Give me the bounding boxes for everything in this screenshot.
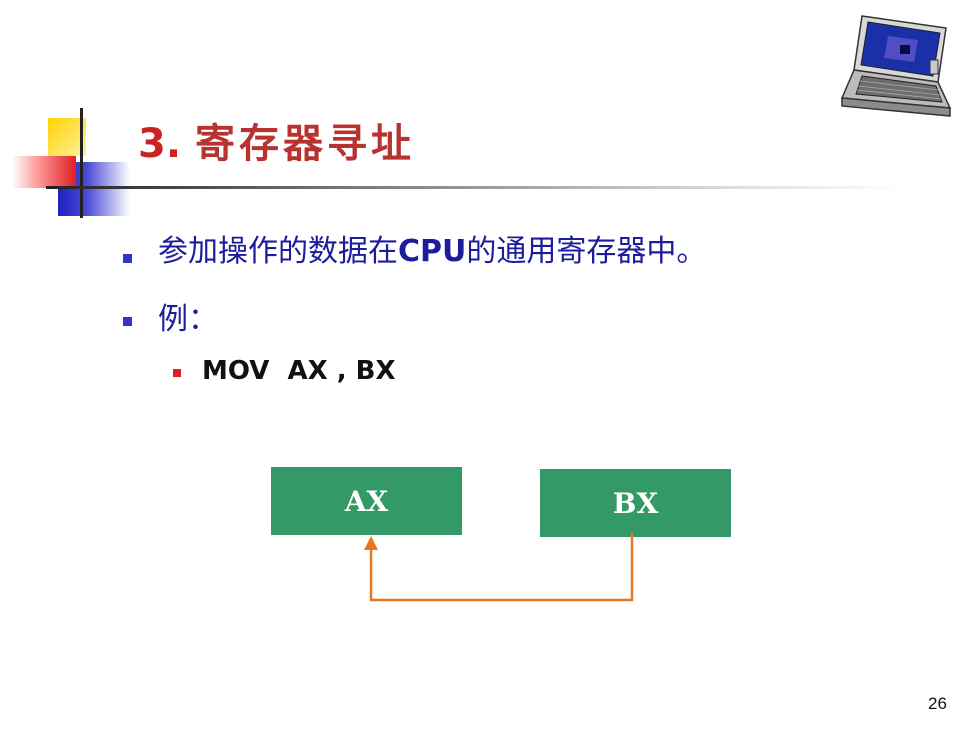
register-label-bx: BX <box>612 486 659 520</box>
page-number: 26 <box>928 694 947 713</box>
sub-bullet-square-icon <box>173 369 181 377</box>
bullet-example: 例： <box>158 302 218 337</box>
title-number: 3. <box>138 121 182 167</box>
code-example: MOV AX , BX <box>202 356 396 386</box>
title-underline <box>46 186 906 189</box>
bullet-text-cpu: CPU <box>398 234 467 269</box>
decor-red-square <box>12 156 76 188</box>
register-label-ax: AX <box>344 484 389 518</box>
arrow-head-icon <box>364 536 378 550</box>
bullet-text-pre: 参加操作的数据在 <box>158 234 398 269</box>
decor-vertical-line <box>80 108 83 218</box>
slide-title: 3. 寄存器寻址 <box>138 118 415 170</box>
bullet-text-post: 的通用寄存器中。 <box>466 234 707 269</box>
bullet-square-icon <box>123 317 132 326</box>
arrow-line <box>369 533 634 602</box>
title-text: 寄存器寻址 <box>194 120 415 167</box>
laptop-icon <box>840 15 952 117</box>
bullet-operand-in-register: 参加操作的数据在CPU的通用寄存器中。 <box>158 232 706 272</box>
register-box-bx: BX <box>540 469 731 537</box>
decor-yellow-square <box>48 118 86 156</box>
register-box-ax: AX <box>271 467 462 535</box>
bullet-square-icon <box>123 254 132 263</box>
